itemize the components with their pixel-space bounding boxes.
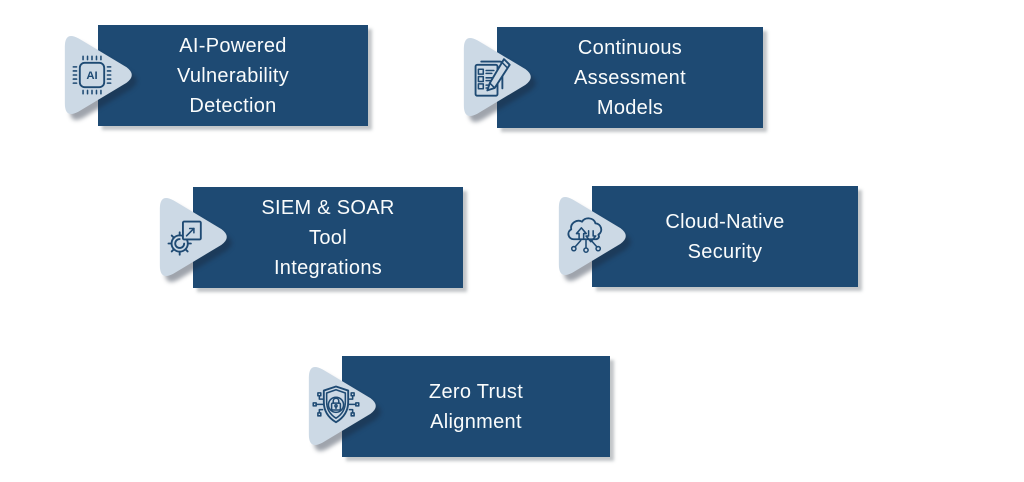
card-label: AI-Powered Vulnerability Detection	[176, 34, 290, 117]
checklist-pencil-icon	[474, 58, 511, 97]
card-label: Zero Trust Alignment	[428, 380, 524, 433]
shield-lock-icon	[312, 385, 360, 424]
card-siem-soar-tool-integrations: SIEM & SOAR Tool Integrations	[153, 187, 513, 297]
chart-line	[185, 227, 195, 237]
card-cloud-native-security: Cloud-Native Security	[552, 186, 912, 296]
card-label: SIEM & SOAR Tool Integrations	[261, 196, 395, 279]
arrow-shape	[308, 367, 376, 445]
arrow-shape	[558, 197, 626, 275]
padlock-shape	[330, 397, 342, 411]
gear-chart-icon	[167, 220, 202, 256]
card-panel: SIEM & SOAR Tool Integrations	[193, 187, 463, 288]
card-ai-powered-vulnerability-detection: AI-Powered Vulnerability Detection AI	[58, 25, 418, 135]
circuit-traces	[312, 392, 360, 417]
cloud-transfer-icon	[567, 217, 603, 254]
card-panel: Zero Trust Alignment	[342, 356, 610, 457]
ai-chip-icon: AI	[72, 55, 112, 95]
card-continuous-assessment-models: Continuous Assessment Models	[457, 27, 817, 137]
ai-chip-label: AI	[86, 70, 97, 82]
card-panel: Cloud-Native Security	[592, 186, 858, 287]
card-zero-trust-alignment: Zero Trust Alignment	[302, 356, 662, 466]
card-panel: AI-Powered Vulnerability Detection	[98, 25, 368, 126]
card-panel: Continuous Assessment Models	[497, 27, 763, 128]
card-label: Cloud-Native Security	[665, 210, 785, 263]
card-label: Continuous Assessment Models	[574, 36, 686, 119]
arrow-shape	[64, 36, 132, 114]
